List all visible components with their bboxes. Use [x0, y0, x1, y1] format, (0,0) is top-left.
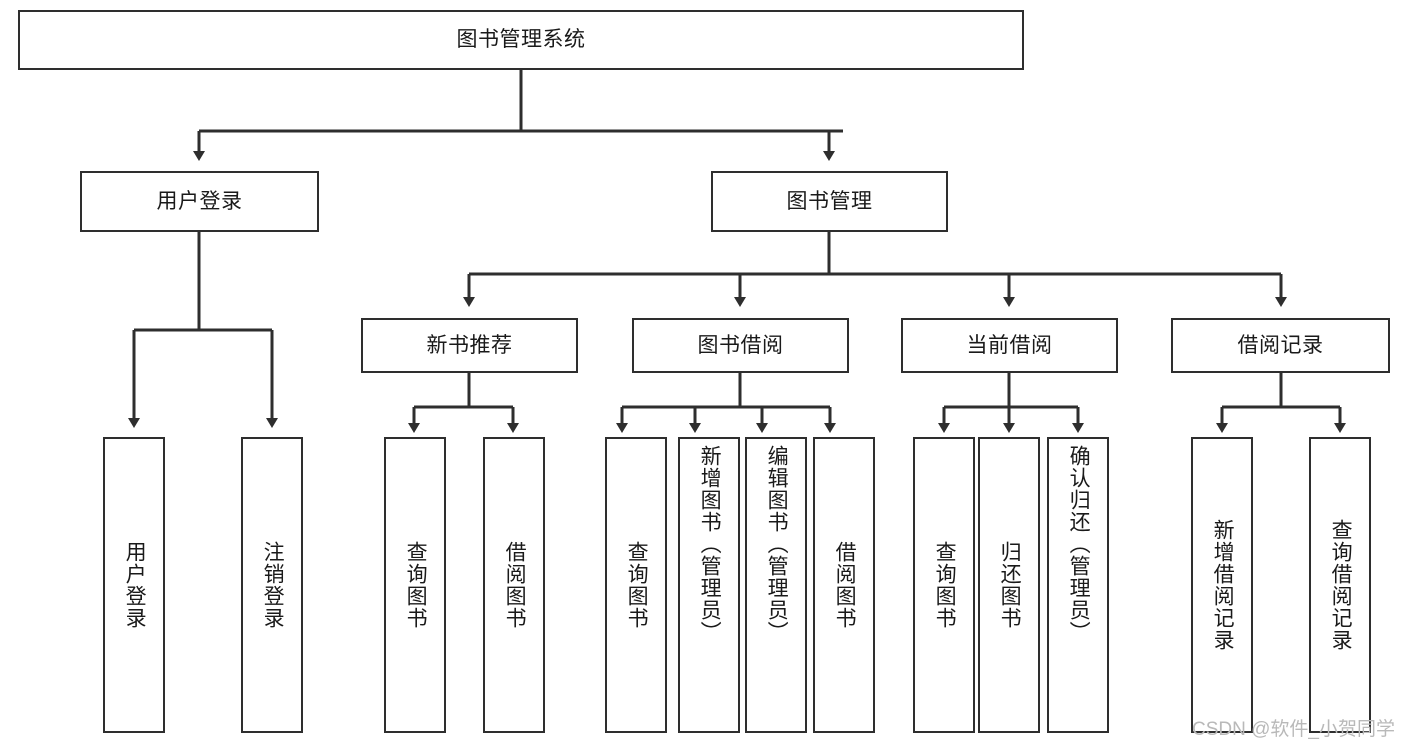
node-leaf-query-book-2[interactable]: 查询图书 — [605, 437, 667, 733]
node-leaf-query-book-3-label: 查询图书 — [933, 541, 957, 629]
node-borrow-record[interactable]: 借阅记录 — [1171, 318, 1390, 373]
node-leaf-borrow-book-1[interactable]: 借阅图书 — [483, 437, 545, 733]
node-leaf-borrow-book-2[interactable]: 借阅图书 — [813, 437, 875, 733]
node-leaf-query-book-3[interactable]: 查询图书 — [913, 437, 975, 733]
node-new-book-rec[interactable]: 新书推荐 — [361, 318, 578, 373]
node-leaf-logout[interactable]: 注销登录 — [241, 437, 303, 733]
node-leaf-query-book-1-label: 查询图书 — [404, 541, 428, 629]
node-leaf-return-book-label: 归还图书 — [998, 541, 1022, 629]
node-leaf-return-book[interactable]: 归还图书 — [978, 437, 1040, 733]
node-user-login-label: 用户登录 — [156, 189, 243, 213]
node-leaf-query-record[interactable]: 查询借阅记录 — [1309, 437, 1371, 733]
node-user-login[interactable]: 用户登录 — [80, 171, 319, 232]
node-leaf-confirm-return[interactable]: 确认归还（管理员） — [1047, 437, 1109, 733]
node-leaf-user-login[interactable]: 用户登录 — [103, 437, 165, 733]
node-new-book-rec-label: 新书推荐 — [426, 333, 513, 357]
node-leaf-logout-label: 注销登录 — [261, 541, 285, 629]
node-current-borrow-label: 当前借阅 — [966, 333, 1053, 357]
node-book-borrow-label: 图书借阅 — [697, 333, 784, 357]
node-borrow-record-label: 借阅记录 — [1237, 333, 1324, 357]
node-leaf-query-record-label: 查询借阅记录 — [1329, 519, 1353, 651]
node-leaf-query-book-2-label: 查询图书 — [625, 541, 649, 629]
node-root-label: 图书管理系统 — [456, 28, 586, 52]
node-leaf-borrow-book-2-label: 借阅图书 — [833, 541, 857, 629]
node-book-manage-label: 图书管理 — [786, 189, 873, 213]
node-book-borrow[interactable]: 图书借阅 — [632, 318, 849, 373]
node-leaf-edit-book[interactable]: 编辑图书（管理员） — [745, 437, 807, 733]
node-leaf-user-login-label: 用户登录 — [123, 541, 147, 629]
node-current-borrow[interactable]: 当前借阅 — [901, 318, 1118, 373]
node-leaf-add-record-label: 新增借阅记录 — [1211, 519, 1235, 651]
node-leaf-borrow-book-1-label: 借阅图书 — [503, 541, 527, 629]
node-book-manage[interactable]: 图书管理 — [711, 171, 948, 232]
node-leaf-edit-book-label: 编辑图书（管理员） — [765, 445, 789, 643]
node-leaf-confirm-return-label: 确认归还（管理员） — [1067, 445, 1091, 643]
watermark: CSDN @软件_小贺同学 — [1192, 719, 1395, 740]
node-leaf-add-record[interactable]: 新增借阅记录 — [1191, 437, 1253, 733]
node-leaf-add-book-label: 新增图书（管理员） — [698, 445, 722, 643]
node-root[interactable]: 图书管理系统 — [18, 10, 1024, 70]
node-leaf-add-book[interactable]: 新增图书（管理员） — [678, 437, 740, 733]
node-leaf-query-book-1[interactable]: 查询图书 — [384, 437, 446, 733]
